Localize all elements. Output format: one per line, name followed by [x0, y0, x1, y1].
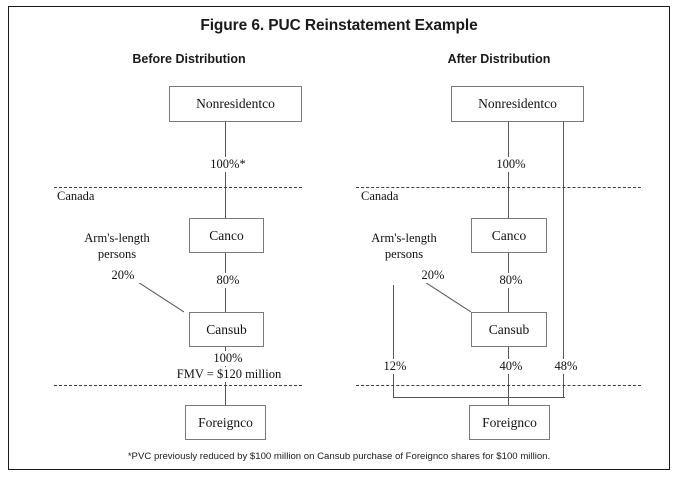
note-armslength-before: Arm's-length persons	[61, 231, 173, 262]
edge-nonresidentco-foreignco-after	[563, 113, 565, 398]
edge-label-48pct-after: 48%	[542, 359, 590, 374]
canada-border-lower-after	[356, 385, 641, 386]
edge-label-40pct-after: 40%	[486, 359, 536, 374]
entity-label-foreignco-after: Foreignco	[482, 414, 537, 430]
canada-border-lower-before	[54, 385, 302, 386]
entity-box-nonresidentco-before[interactable]: Nonresidentco	[169, 86, 302, 122]
entity-box-foreignco-after[interactable]: Foreignco	[469, 405, 550, 440]
edge-label-100pct-star-before: 100%*	[199, 157, 257, 172]
entity-label-canco-before: Canco	[209, 227, 244, 243]
entity-box-nonresidentco-after[interactable]: Nonresidentco	[451, 86, 584, 122]
note-armslength-after: Arm's-length persons	[348, 231, 460, 262]
figure-footnote: *PVC previously reduced by $100 million …	[127, 451, 551, 462]
edge-label-12pct-after: 12%	[371, 359, 419, 374]
note-armslength-line1-before: Arm's-length	[84, 231, 150, 245]
entity-box-foreignco-before[interactable]: Foreignco	[185, 405, 266, 440]
entity-label-nonresidentco-before: Nonresidentco	[196, 96, 275, 111]
canada-label-after: Canada	[359, 189, 401, 204]
entity-label-canco-after: Canco	[491, 227, 527, 243]
entity-label-cansub-after: Cansub	[488, 321, 530, 337]
canada-border-upper-before	[54, 187, 302, 188]
note-armslength-line1-after: Arm's-length	[371, 231, 437, 245]
note-armslength-line2-before: persons	[97, 246, 137, 261]
edge-armslength-foreignco-after	[393, 285, 395, 398]
panel-heading-after: After Distribution	[447, 52, 551, 66]
entity-label-cansub-before: Cansub	[206, 321, 247, 337]
entity-box-canco-before[interactable]: Canco	[189, 218, 264, 253]
note-fmv-before: FMV = $120 million	[157, 367, 301, 382]
edge-label-100pct-before: 100%	[199, 351, 257, 366]
canada-border-upper-after	[356, 187, 641, 188]
canada-label-before: Canada	[55, 189, 97, 204]
edge-label-100pct-after: 100%	[483, 157, 539, 172]
panel-heading-before: Before Distribution	[132, 52, 246, 66]
edge-connector-foreignco-after	[508, 397, 510, 406]
edge-label-20pct-after: 20%	[409, 268, 457, 283]
edge-foreignco-connector-bus-after	[393, 397, 565, 399]
edge-label-20pct-before: 20%	[99, 268, 147, 283]
edge-label-80pct-before: 80%	[200, 273, 256, 288]
figure-frame: Figure 6. PUC Reinstatement Example Befo…	[8, 6, 670, 470]
entity-label-foreignco-before: Foreignco	[198, 414, 253, 430]
entity-box-cansub-after[interactable]: Cansub	[471, 312, 547, 347]
figure-title: Figure 6. PUC Reinstatement Example	[200, 17, 478, 34]
entity-box-cansub-before[interactable]: Cansub	[189, 312, 264, 347]
entity-box-canco-after[interactable]: Canco	[471, 218, 547, 253]
edge-label-80pct-after: 80%	[483, 273, 539, 288]
entity-label-nonresidentco-after: Nonresidentco	[478, 96, 557, 111]
note-armslength-line2-after: persons	[384, 246, 424, 261]
